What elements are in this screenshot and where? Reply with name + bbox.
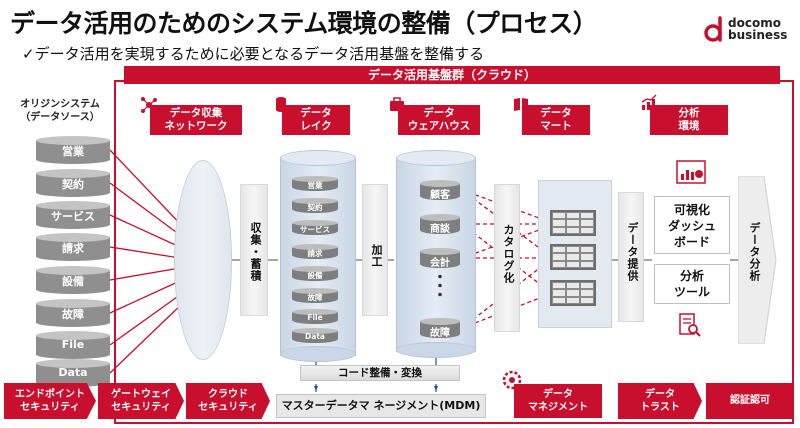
mart-table-3 [550,280,596,306]
dashboard-chart-icon [676,160,706,184]
collection-network-ellipse [174,160,232,360]
lake-item-contract: 契約 [292,198,338,215]
logo-text-business: business [728,28,788,42]
stage-analysis-label: データ分析 [748,222,761,282]
auth-box: 認証認可 [706,383,794,419]
origin-system-billing: 請求 [36,233,110,261]
docomo-logo-icon [704,16,722,42]
data-lake-bottom [280,346,356,362]
stage-process-band [362,184,388,316]
lake-item-file: File [292,309,338,326]
page-subtitle: ✓データ活用を実現するために必要となるデータ活用基盤を整備する [22,45,485,63]
data-lake-top [280,150,356,166]
category-data-warehouse: データ ウェアハウス [398,105,480,135]
stage-collect-band [240,184,268,316]
mart-table-1 [550,210,596,236]
origin-system-data: Data [36,359,110,387]
warehouse-item-accounting: 会計 [420,248,460,270]
stage-collect-label: 収集・蓄積 [249,222,262,282]
stage-catalog-label: カタログ化 [502,224,515,284]
lake-item-billing: 請求 [292,244,338,261]
stage-provide-label: データ提供 [626,222,639,282]
data-warehouse-top [396,150,476,166]
origin-system-failure: 故障 [36,299,110,327]
lake-item-sales: 営業 [292,176,338,193]
origin-system-service: サービス [36,201,110,229]
page-title: データ活用のためのシステム環境の整備（プロセス） [10,9,598,38]
cloud-security-chevron: クラウド セキュリティ [186,383,270,419]
brand-logo: docomo business [704,14,796,44]
data-analysis-arrow [738,176,777,344]
lake-item-equipment: 設備 [292,266,338,283]
endpoint-security-chevron: エンドポイント セキュリティ [4,383,96,419]
logo-text-docomo: docomo [728,16,781,30]
origin-system-contract: 契約 [36,169,110,197]
category-data-mart: データ マート [522,105,590,135]
origin-system-title: オリジンシステム （データソース） [20,99,100,123]
viz-dashboard-box: 可視化 ダッシュ ボード [654,196,730,254]
lake-item-data: Data [292,328,338,345]
data-management-box: データ マネジメント [514,384,602,418]
category-data-lake: データ レイク [282,105,350,135]
mart-table-2 [550,244,596,270]
platform-label: データ活用基盤群（クラウド） [124,66,780,84]
category-data-collection-network: データ収集 ネットワーク [150,105,242,135]
stage-catalog-band [494,184,520,332]
lake-item-failure: 故障 [292,288,338,305]
growth-chart-icon [641,94,657,110]
gear-icon [502,370,522,390]
gateway-security-chevron: ゲートウェイ セキュリティ [98,383,184,419]
data-warehouse-bottom [396,342,476,358]
origin-system-equipment: 設備 [36,266,110,294]
data-trust-chevron: データ トラスト [618,383,702,419]
warehouse-item-negotiation: 商談 [420,214,460,236]
lake-item-service: サービス [292,220,338,237]
warehouse-item-failure: 故障 [420,318,460,340]
warehouse-ellipsis: ・ ・ ・ [433,270,447,304]
mdm-box: マスターデータマ ネージメント(MDM) [276,394,486,418]
stage-provide-band [618,192,644,322]
warehouse-item-customer: 顧客 [420,180,460,202]
code-maintenance-label: コード整備・変換 [300,365,460,381]
category-analysis-environment: 分析 環境 [650,105,728,135]
stage-process-label: 加工 [370,244,383,268]
report-search-icon [679,313,701,337]
analysis-tool-box: 分析 ツール [654,264,730,304]
origin-system-file: File [36,331,110,359]
origin-system-sales: 営業 [36,136,110,164]
